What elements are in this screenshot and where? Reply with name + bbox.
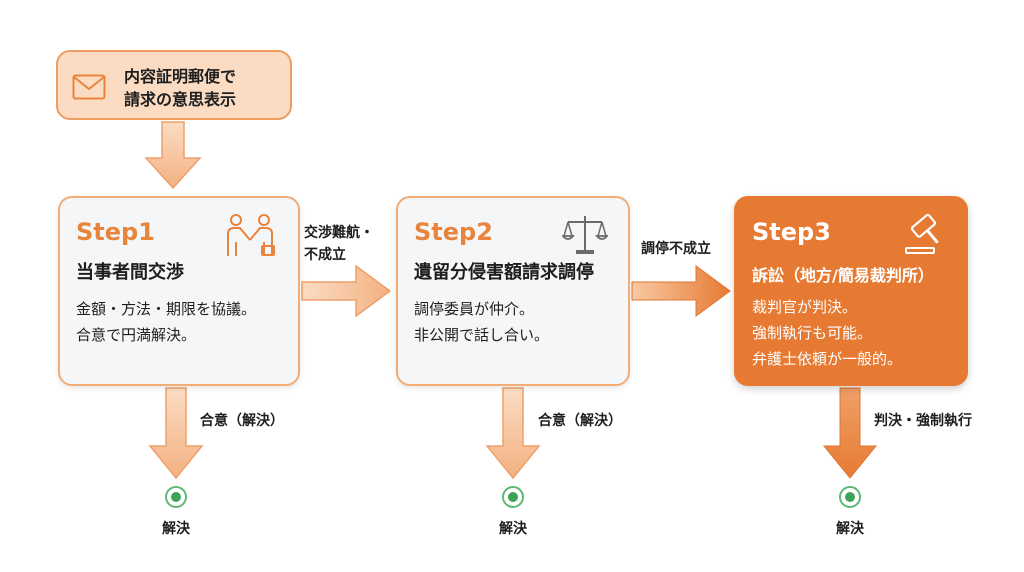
result-label-step2: 解決 — [499, 521, 527, 537]
start-text-line1: 内容証明郵便で — [124, 67, 237, 86]
outcome-label-step2: 合意（解決） — [538, 413, 622, 429]
result-label-step3: 解決 — [836, 521, 864, 537]
step1-desc: 金額・方法・期限を協議。 合意で円満解決。 — [76, 296, 256, 348]
step3-label: Step3 — [752, 218, 831, 246]
step2-desc: 調停委員が仲介。 非公開で話し合い。 — [414, 296, 549, 348]
step2-desc-line: 非公開で話し合い。 — [414, 326, 550, 344]
step3-desc-line: 裁判官が判決。 — [752, 298, 858, 316]
step1-desc-line: 金額・方法・期限を協議。 — [76, 300, 257, 318]
step3-box: Step3 訴訟（地方/簡易裁判所） 裁判官が判決。 強制執行も可能。 弁護士依… — [734, 196, 968, 386]
arrow-step2-down — [485, 387, 541, 480]
arrow-step1-down — [148, 387, 204, 480]
result-dot-step1 — [165, 486, 187, 508]
step2-title: 遺留分侵害額請求調停 — [414, 262, 594, 283]
step2-desc-line: 調停委員が仲介。 — [414, 300, 535, 318]
transition-label-line: 不成立 — [304, 247, 346, 263]
arrow-step3-down — [822, 387, 878, 479]
result-dot-step3 — [839, 486, 861, 508]
result-dot-step2 — [502, 486, 524, 508]
step1-label: Step1 — [76, 218, 155, 246]
arrow-start-to-step1 — [144, 121, 202, 190]
transition-label-step2-step3: 調停不成立 — [641, 241, 711, 257]
step3-desc: 裁判官が判決。 強制執行も可能。 弁護士依頼が一般的。 — [752, 294, 902, 372]
handshake-icon — [222, 212, 278, 264]
envelope-icon — [72, 74, 106, 104]
transition-label-line: 交渉難航・ — [304, 225, 374, 241]
step3-title: 訴訟（地方/簡易裁判所） — [752, 266, 934, 285]
start-text: 内容証明郵便で 請求の意思表示 — [124, 65, 236, 111]
arrow-step1-to-step2 — [301, 264, 392, 318]
transition-label-step1-step2: 交渉難航・ 不成立 — [304, 222, 374, 266]
result-label-step1: 解決 — [162, 521, 190, 537]
step1-box: Step1 当事者間交渉 金額・方法・期限を協議。 合意で円満解決。 — [58, 196, 300, 386]
step2-box: Step2 遺留分侵害額請求調停 調停委員が仲介。 非公開で話し合い。 — [396, 196, 630, 386]
start-text-line2: 請求の意思表示 — [124, 90, 237, 109]
outcome-label-step1: 合意（解決） — [200, 413, 284, 429]
scales-icon — [561, 212, 609, 260]
step3-desc-line: 弁護士依頼が一般的。 — [752, 350, 903, 368]
step1-title: 当事者間交渉 — [76, 262, 184, 283]
gavel-icon — [900, 212, 946, 260]
outcome-label-step3: 判決・強制執行 — [874, 413, 972, 429]
arrow-step2-to-step3 — [631, 265, 731, 317]
step1-desc-line: 合意で円満解決。 — [76, 326, 197, 344]
step3-desc-line: 強制執行も可能。 — [752, 324, 873, 342]
start-box: 内容証明郵便で 請求の意思表示 — [56, 50, 292, 120]
step2-label: Step2 — [414, 218, 493, 246]
